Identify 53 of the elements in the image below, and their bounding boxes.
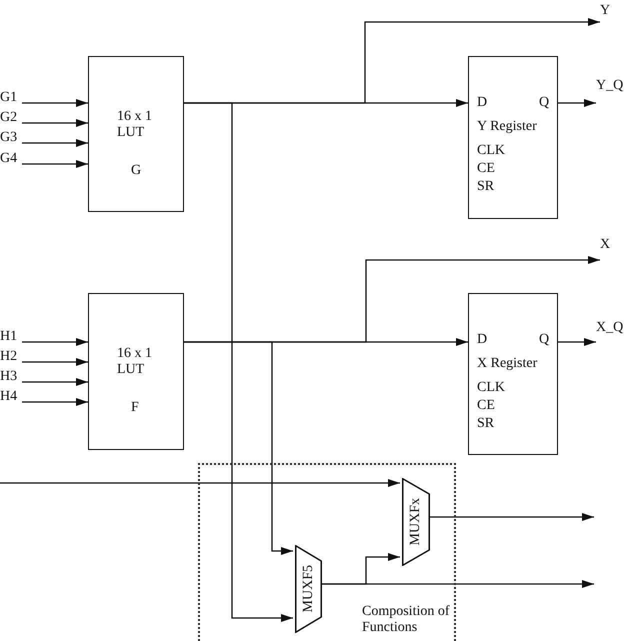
signal-label: H4 <box>0 389 22 405</box>
arrow <box>184 341 293 555</box>
arrow <box>22 358 88 366</box>
arrow <box>22 378 88 386</box>
port-label: CLK <box>477 143 505 159</box>
region-caption: Composition of Functions <box>362 604 451 636</box>
block-label: 16 x 1 LUT <box>117 346 153 378</box>
block-label: G <box>131 163 142 179</box>
signal-label: H1 <box>0 329 22 345</box>
block-label: F <box>131 400 139 416</box>
arrow <box>22 398 88 406</box>
multiplexer-symbol <box>402 478 430 566</box>
output-label: Y <box>600 3 614 19</box>
signal-label: H3 <box>0 369 22 385</box>
port-label: Q <box>539 332 550 348</box>
signal-label: H2 <box>0 349 22 365</box>
port-label: SR <box>477 179 494 195</box>
port-label: CLK <box>477 380 505 396</box>
port-label: D <box>477 332 488 348</box>
arrow <box>22 119 88 127</box>
port-label: D <box>477 95 488 111</box>
multiplexer-label: MUXFx <box>408 498 424 546</box>
arrow <box>558 338 596 346</box>
port-label: Q <box>539 95 550 111</box>
block-label: 16 x 1 LUT <box>117 109 153 141</box>
port-label: X Register <box>477 356 538 372</box>
multiplexer-label: MUXF5 <box>301 565 317 612</box>
port-label: CE <box>477 398 495 414</box>
port-label: SR <box>477 416 494 432</box>
arrow <box>22 139 88 147</box>
register-box <box>468 293 558 455</box>
signal-label: G2 <box>0 110 22 126</box>
arrow <box>184 102 293 622</box>
signal-label: G3 <box>0 130 22 146</box>
arrow <box>22 160 88 168</box>
arrow <box>558 99 596 107</box>
port-label: Y Register <box>477 119 537 135</box>
output-label: X <box>600 237 614 253</box>
register-box <box>468 56 558 219</box>
signal-label: G4 <box>0 151 22 167</box>
output-label: Y_Q <box>596 78 628 94</box>
multiplexer-symbol <box>295 545 322 633</box>
lookup-table-box <box>88 56 184 212</box>
arrow <box>320 580 594 588</box>
arrow <box>0 479 400 487</box>
lookup-table-box <box>88 293 184 450</box>
port-label: CE <box>477 161 495 177</box>
arrow <box>428 513 594 521</box>
signal-label: G1 <box>0 90 22 106</box>
output-label: X_Q <box>596 320 628 336</box>
arrow <box>22 338 88 346</box>
arrow <box>22 99 88 107</box>
dotted-region <box>198 463 456 641</box>
